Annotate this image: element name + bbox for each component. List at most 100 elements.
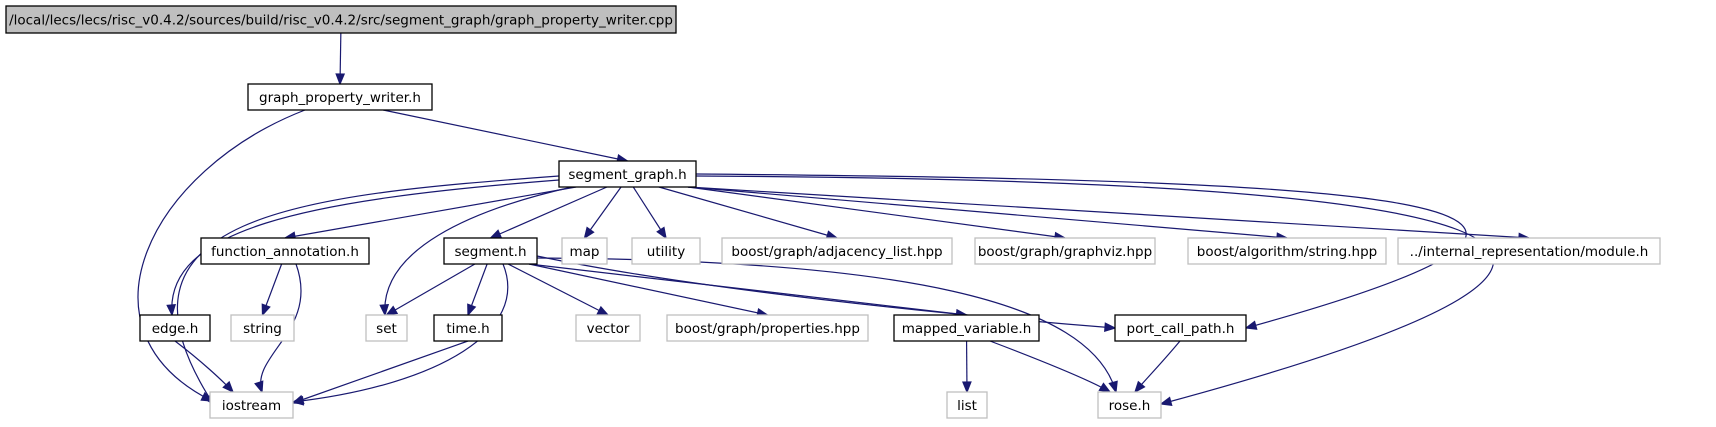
node-gpw-h[interactable]: graph_property_writer.h <box>247 83 433 111</box>
edge-line <box>171 179 560 316</box>
edge-arrowhead <box>379 304 390 317</box>
edge-segment_graph_h-to-edge_h <box>166 179 560 317</box>
edge-line <box>177 175 560 406</box>
edge-arrowhead <box>1159 396 1173 406</box>
edge-arrowhead <box>656 226 667 240</box>
edge-segment_h-to-port_call_path_h <box>536 255 1117 333</box>
edge-mapped_variable_h-to-list <box>962 340 972 394</box>
edge-line <box>687 186 1530 239</box>
node-adjacency: boost/graph/adjacency_list.hpp <box>721 237 953 265</box>
node-mapped-variable-h[interactable]: mapped_variable.h <box>893 314 1040 342</box>
node-port-call-path-h[interactable]: port_call_path.h <box>1114 314 1247 342</box>
edge-line <box>695 173 1467 329</box>
node-utility: utility <box>631 237 701 265</box>
node-box <box>200 237 370 265</box>
node-graphviz: boost/graph/graphviz.hpp <box>974 237 1156 265</box>
node-box <box>1187 237 1387 265</box>
edge-root-to-gpw_h <box>335 32 346 86</box>
edge-line <box>687 186 1288 239</box>
edge-arrowhead <box>166 304 176 317</box>
edges-layer <box>137 32 1531 407</box>
edge-segment_graph_h-to-set <box>379 186 573 317</box>
node-segment-graph-h[interactable]: segment_graph.h <box>558 160 697 188</box>
node-label: boost/algorithm/string.hpp <box>1197 244 1377 260</box>
node-module-h: ../internal_representation/module.h <box>1397 237 1661 265</box>
edge-line <box>292 340 469 404</box>
edge-segment_graph_h-to-iostream <box>177 175 560 407</box>
node-label: string <box>243 321 282 337</box>
node-box <box>247 83 433 111</box>
edge-line <box>383 109 628 162</box>
node-label: boost/graph/graphviz.hpp <box>978 244 1152 260</box>
node-box <box>230 314 295 342</box>
node-iostream: iostream <box>209 391 294 419</box>
node-box <box>433 314 503 342</box>
node-box <box>209 391 294 419</box>
edge-line <box>490 186 608 239</box>
edge-port_call_path_h-to-rose_h <box>1133 340 1181 394</box>
edge-arrowhead <box>489 229 503 239</box>
edge-arrowhead <box>962 381 972 394</box>
node-root[interactable]: /local/lecs/lecs/risc_v0.4.2/sources/bui… <box>5 5 677 34</box>
edge-segment_h-to-time_h <box>467 263 488 317</box>
edge-arrowhead <box>222 380 235 394</box>
node-segment-h[interactable]: segment.h <box>443 237 538 265</box>
node-time-h[interactable]: time.h <box>433 314 503 342</box>
node-box <box>974 237 1156 265</box>
edge-edge_h-to-iostream <box>174 340 235 394</box>
node-box <box>561 237 608 265</box>
node-label: segment.h <box>454 244 526 260</box>
edge-line <box>658 186 838 239</box>
edge-segment_graph_h-to-port_call_path_h <box>695 173 1467 330</box>
node-label: function_annotation.h <box>211 244 359 260</box>
node-label: port_call_path.h <box>1127 321 1235 337</box>
node-box <box>139 314 211 342</box>
edge-line <box>528 263 768 316</box>
node-label: mapped_variable.h <box>902 321 1032 337</box>
edge-line <box>384 186 573 316</box>
edge-line <box>687 186 1066 239</box>
edge-line <box>386 263 476 316</box>
node-box <box>666 314 869 342</box>
edge-arrowhead <box>1244 320 1258 330</box>
node-box <box>1114 314 1247 342</box>
edge-line <box>137 109 306 402</box>
node-properties: boost/graph/properties.hpp <box>666 314 869 342</box>
node-box <box>946 391 988 419</box>
node-function-annotation-h[interactable]: function_annotation.h <box>200 237 370 265</box>
node-label: set <box>376 321 397 337</box>
node-label: edge.h <box>152 321 199 337</box>
edge-arrowhead <box>467 303 477 317</box>
node-label: list <box>957 398 977 414</box>
node-edge-h[interactable]: edge.h <box>139 314 211 342</box>
node-label: ../internal_representation/module.h <box>1410 244 1649 260</box>
edge-function_annotation_h-to-string <box>261 263 283 317</box>
edge-segment_h-to-properties <box>528 263 770 318</box>
node-list: list <box>946 391 988 419</box>
edge-segment_graph_h-to-utility <box>632 186 667 240</box>
node-box <box>1097 391 1162 419</box>
node-set: set <box>365 314 408 342</box>
node-map: map <box>561 237 608 265</box>
node-label: segment_graph.h <box>568 167 686 183</box>
nodes-layer: /local/lecs/lecs/risc_v0.4.2/sources/bui… <box>5 5 1661 419</box>
node-label: rose.h <box>1109 398 1151 414</box>
edge-arrowhead <box>1108 380 1118 394</box>
node-label: utility <box>647 244 685 260</box>
edge-line <box>536 255 1116 329</box>
node-label: /local/lecs/lecs/risc_v0.4.2/sources/bui… <box>9 13 673 29</box>
node-box <box>443 237 538 265</box>
edge-time_h-to-iostream <box>291 340 469 405</box>
edge-arrowhead <box>583 226 595 240</box>
node-label: vector <box>587 321 630 337</box>
edge-arrowhead <box>1133 380 1146 394</box>
node-label: time.h <box>446 321 489 337</box>
edge-segment_graph_h-to-string_hpp <box>687 186 1289 242</box>
edge-segment_graph_h-to-function_annotation_h <box>283 186 577 241</box>
edge-line <box>528 263 967 316</box>
edge-segment_graph_h-to-map <box>583 186 622 240</box>
node-label: iostream <box>222 398 281 414</box>
node-box <box>365 314 408 342</box>
node-box <box>721 237 953 265</box>
